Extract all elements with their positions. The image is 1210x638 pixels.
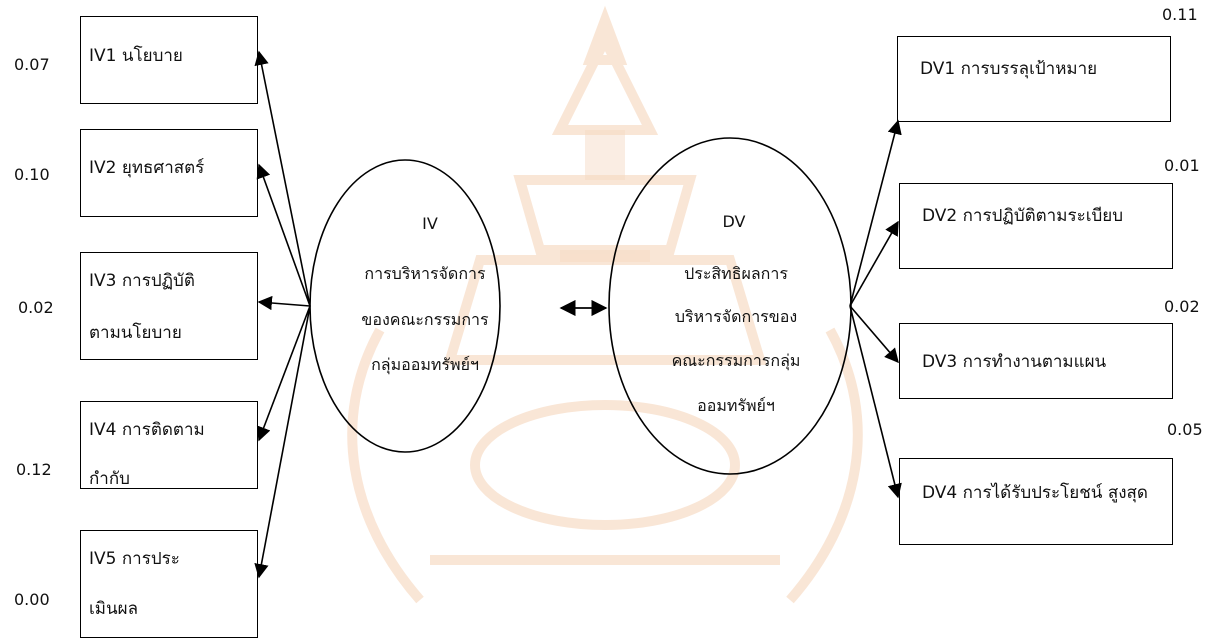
iv-construct-name-line2: ของคณะกรรมการ	[361, 310, 489, 329]
iv1-arrow	[254, 50, 311, 307]
iv3-arrow	[257, 295, 311, 311]
iv3-box: IV3 การปฏิบัติ ตามนโยบาย	[80, 252, 258, 360]
iv-construct-name-line3: กลุ่มออมทรัพย์ฯ	[371, 355, 479, 374]
iv3-label-line1: IV3 การปฏิบัติ	[89, 271, 195, 291]
dv-construct-name-line2: บริหารจัดการของ	[674, 307, 798, 326]
iv5-weight: 0.00	[14, 590, 50, 609]
iv4-label-line1: IV4 การติดตาม	[89, 420, 205, 440]
dv3-box: DV3 การทำงานตามแผน	[899, 323, 1173, 399]
dv2-arrow	[849, 220, 899, 307]
iv-construct-code: IV	[422, 214, 438, 233]
dv4-arrow	[849, 305, 902, 499]
dv2-label: DV2 การปฏิบัติตามระเบียบ	[922, 206, 1124, 226]
dv3-label: DV3 การทำงานตามแผน	[922, 352, 1107, 372]
dv2-weight: 0.01	[1164, 156, 1200, 175]
iv5-label-line2: เมินผล	[89, 599, 139, 619]
iv1-label: IV1 นโยบาย	[89, 46, 183, 66]
iv4-label-line2: กำกับ	[89, 469, 130, 489]
dv1-weight: 0.11	[1162, 5, 1198, 24]
dv4-label: DV4 การได้รับประโยชน์ สูงสุด	[922, 483, 1148, 503]
dv1-box: DV1 การบรรลุเป้าหมาย	[897, 36, 1171, 122]
iv2-box: IV2 ยุทธศาสตร์	[80, 129, 258, 217]
dv-construct-code: DV	[722, 212, 746, 231]
iv2-weight: 0.10	[14, 165, 50, 184]
dv-construct-name-line3: คณะกรรมการกลุ่ม	[671, 351, 801, 370]
iv2-label: IV2 ยุทธศาสตร์	[89, 158, 205, 178]
iv5-box: IV5 การประ เมินผล	[80, 530, 258, 638]
iv4-arrow	[256, 305, 311, 442]
dv3-arrow	[849, 305, 899, 364]
iv4-box: IV4 การติดตาม กำกับ	[80, 401, 258, 489]
iv1-box: IV1 นโยบาย	[80, 16, 258, 104]
iv3-label-line2: ตามนโยบาย	[89, 323, 182, 343]
dv4-weight: 0.05	[1167, 420, 1203, 439]
dv-construct-name-line4: ออมทรัพย์ฯ	[697, 396, 775, 415]
dv1-label: DV1 การบรรลุเป้าหมาย	[920, 59, 1098, 79]
dv2-box: DV2 การปฏิบัติตามระเบียบ	[899, 183, 1173, 269]
iv3-weight: 0.02	[18, 298, 54, 317]
dv-construct-name-line1: ประสิทธิผลการ	[684, 264, 788, 283]
iv-construct-name-line1: การบริหารจัดการ	[364, 264, 486, 283]
iv-construct-ellipse	[309, 159, 501, 453]
iv5-label-line1: IV5 การประ	[89, 549, 180, 569]
dv3-weight: 0.02	[1164, 297, 1200, 316]
dv1-arrow	[849, 119, 902, 307]
iv5-arrow	[254, 305, 311, 579]
iv2-arrow	[256, 163, 311, 307]
iv1-weight: 0.07	[14, 55, 50, 74]
iv4-weight: 0.12	[16, 460, 52, 479]
dv4-box: DV4 การได้รับประโยชน์ สูงสุด	[899, 458, 1173, 545]
